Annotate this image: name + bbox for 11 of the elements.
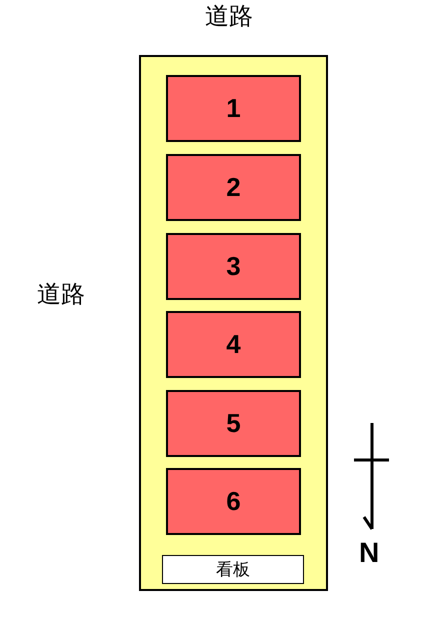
parking-space: 6 [166,468,301,535]
road-label: 道路 [205,1,253,32]
parking-lot-area [139,55,328,591]
north-label: N [359,537,380,569]
parking-space: 1 [166,75,301,142]
signboard: 看板 [162,555,304,584]
parking-space: 2 [166,154,301,221]
parking-space: 5 [166,390,301,457]
road-label: 道路 [37,279,85,310]
parking-space: 3 [166,233,301,300]
parking-space: 4 [166,311,301,378]
